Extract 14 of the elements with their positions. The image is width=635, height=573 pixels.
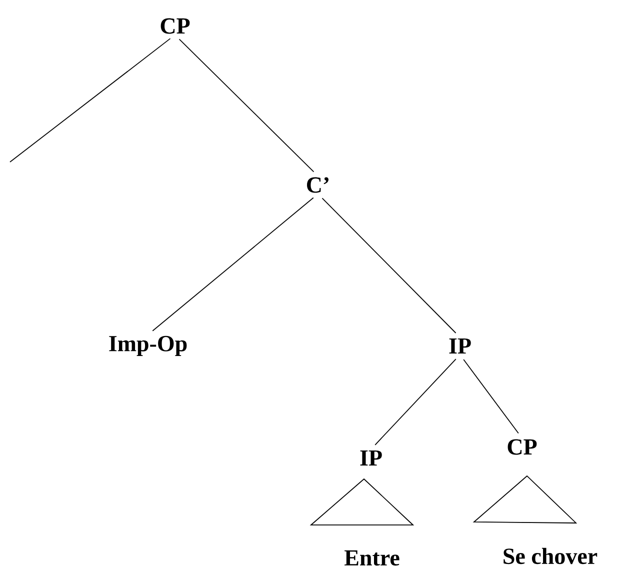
category-label: CP <box>508 439 537 455</box>
branch-line <box>463 359 519 434</box>
branch-line <box>152 197 314 332</box>
category-label: Imp-Op <box>109 336 187 356</box>
leaf-label: Entre <box>344 550 400 566</box>
branch-line <box>374 358 456 446</box>
category-label: C’ <box>307 177 328 193</box>
leaf-label: Se chover <box>504 548 598 564</box>
branch-line <box>10 38 171 162</box>
branch-line <box>178 38 314 172</box>
category-label: IP <box>360 450 382 466</box>
category-label: IP <box>449 338 471 354</box>
branch-line <box>322 198 456 334</box>
category-label: CP <box>160 18 190 34</box>
